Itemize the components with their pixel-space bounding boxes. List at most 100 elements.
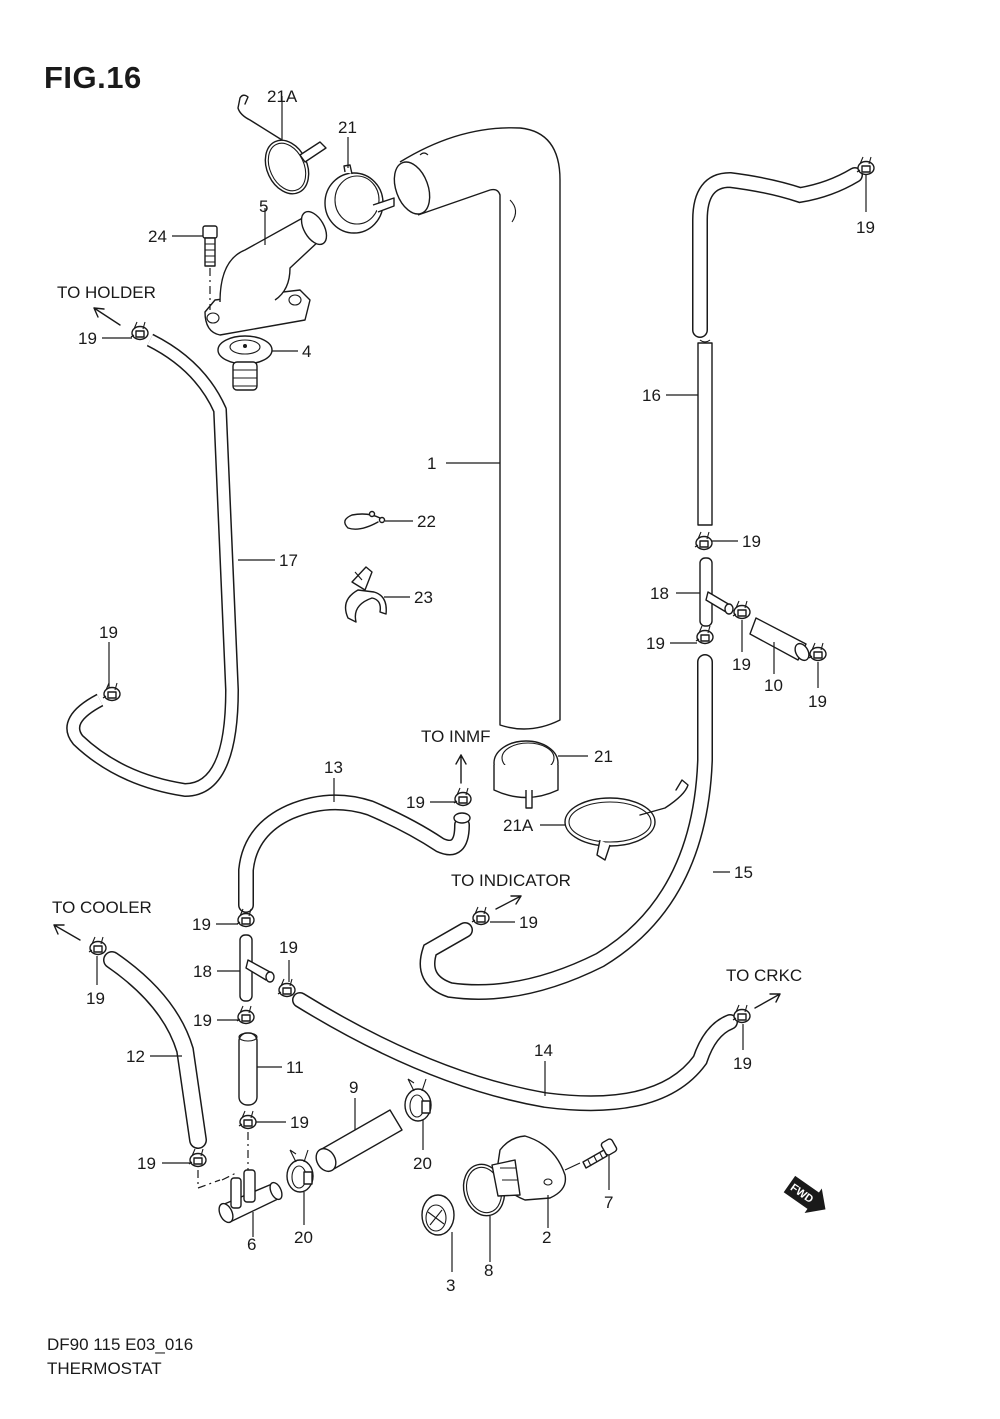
arrow-to-holder-icon bbox=[93, 307, 121, 326]
arrow-to-crkc-icon bbox=[754, 993, 781, 1009]
clip-22 bbox=[344, 510, 413, 530]
clip-19 bbox=[188, 1148, 207, 1168]
hose-13 bbox=[238, 778, 471, 913]
callout-22: 22 bbox=[417, 512, 436, 531]
clip-19 bbox=[88, 936, 107, 956]
hose-1 bbox=[393, 127, 561, 730]
hose-11 bbox=[238, 1032, 282, 1106]
callout-15: 15 bbox=[734, 863, 753, 882]
callout-19: 19 bbox=[78, 329, 97, 348]
arrow-to-cooler-icon bbox=[53, 924, 81, 941]
callout-19: 19 bbox=[406, 793, 425, 812]
clip-19 bbox=[732, 1004, 751, 1024]
callout-19: 19 bbox=[742, 532, 761, 551]
callout-12: 12 bbox=[126, 1047, 145, 1066]
figure-footer: DF90 115 E03_016 THERMOSTAT bbox=[47, 1333, 193, 1381]
callout-14: 14 bbox=[534, 1041, 553, 1060]
fwd-direction-icon: FWD bbox=[783, 1175, 826, 1214]
clip-19 bbox=[236, 1005, 255, 1025]
t-joint-18 bbox=[217, 934, 275, 1002]
callout-19: 19 bbox=[519, 913, 538, 932]
callout-19: 19 bbox=[86, 989, 105, 1008]
callout-13: 13 bbox=[324, 758, 343, 777]
thermostat-4 bbox=[217, 335, 298, 391]
clamp-21a-top bbox=[237, 94, 327, 195]
dest-to-inmf: TO INMF bbox=[421, 727, 491, 746]
callout-1: 1 bbox=[427, 454, 436, 473]
clip-19 bbox=[856, 156, 875, 176]
callout-2: 2 bbox=[542, 1228, 551, 1247]
bolt-24 bbox=[172, 225, 218, 310]
thermostat-case-5 bbox=[204, 208, 328, 336]
callout-18: 18 bbox=[650, 584, 669, 603]
callout-19: 19 bbox=[137, 1154, 156, 1173]
callout-21: 21 bbox=[594, 747, 613, 766]
clip-19 bbox=[808, 642, 827, 662]
callout-8: 8 bbox=[484, 1261, 493, 1280]
clip-20 bbox=[286, 1149, 314, 1193]
callout-9: 9 bbox=[349, 1078, 358, 1097]
callout-6: 6 bbox=[247, 1235, 256, 1254]
arrow-to-inmf-icon bbox=[455, 754, 467, 784]
bolt-7 bbox=[564, 1138, 618, 1190]
clip-19 bbox=[277, 978, 296, 998]
callout-10: 10 bbox=[764, 676, 783, 695]
callout-16: 16 bbox=[642, 386, 661, 405]
clamp-23 bbox=[344, 566, 410, 623]
callout-23: 23 bbox=[414, 588, 433, 607]
arrow-to-indicator-icon bbox=[495, 895, 522, 910]
hose-12 bbox=[103, 951, 207, 1149]
joint-6 bbox=[218, 1169, 283, 1237]
callout-11: 11 bbox=[286, 1058, 304, 1077]
hose-10 bbox=[749, 617, 810, 674]
callout-19: 19 bbox=[808, 692, 827, 711]
dest-to-cooler: TO COOLER bbox=[52, 898, 152, 917]
callout-5: 5 bbox=[259, 197, 268, 216]
callout-19: 19 bbox=[732, 655, 751, 674]
callout-18: 18 bbox=[193, 962, 212, 981]
callout-4: 4 bbox=[302, 342, 311, 361]
callout-17: 17 bbox=[279, 551, 298, 570]
callout-19: 19 bbox=[99, 623, 118, 642]
clip-19 bbox=[130, 321, 149, 341]
callout-21a: 21A bbox=[503, 816, 534, 835]
callout-20: 20 bbox=[294, 1228, 313, 1247]
hose-16 bbox=[666, 167, 863, 526]
callout-19: 19 bbox=[192, 915, 211, 934]
callout-21: 21 bbox=[338, 118, 357, 137]
figure-title: FIG.16 bbox=[44, 60, 142, 95]
t-joint-18 bbox=[676, 557, 734, 627]
callout-7: 7 bbox=[604, 1193, 613, 1212]
dest-to-crkc: TO CRKC bbox=[726, 966, 802, 985]
dest-to-holder: TO HOLDER bbox=[57, 283, 156, 302]
callout-3: 3 bbox=[446, 1276, 455, 1295]
clip-19 bbox=[238, 1110, 257, 1130]
callout-19: 19 bbox=[856, 218, 875, 237]
hose-17 bbox=[66, 333, 275, 797]
callout-21a: 21A bbox=[267, 87, 298, 106]
callout-20: 20 bbox=[413, 1154, 432, 1173]
model-code: DF90 115 E03_016 bbox=[47, 1335, 194, 1354]
callout-19: 19 bbox=[290, 1113, 309, 1132]
dest-to-indicator: TO INDICATOR bbox=[451, 871, 571, 890]
clip-20 bbox=[404, 1078, 432, 1122]
callout-19: 19 bbox=[193, 1011, 212, 1030]
clip-19 bbox=[471, 906, 490, 926]
hose-15 bbox=[419, 654, 730, 1000]
clip-19 bbox=[694, 531, 713, 551]
valve-3 bbox=[421, 1194, 455, 1272]
clip-19 bbox=[732, 600, 751, 620]
callout-19: 19 bbox=[733, 1054, 752, 1073]
thermostat-cover-2 bbox=[491, 1135, 567, 1228]
callout-19: 19 bbox=[646, 634, 665, 653]
clamp-21a-mid bbox=[540, 779, 689, 861]
callout-24: 24 bbox=[148, 227, 167, 246]
clamp-21-mid bbox=[493, 740, 588, 809]
clip-19 bbox=[102, 682, 121, 702]
clip-19 bbox=[695, 625, 714, 645]
hose-9 bbox=[315, 1098, 403, 1173]
clamp-21-top bbox=[324, 137, 395, 234]
section-name: THERMOSTAT bbox=[47, 1359, 162, 1378]
callout-19: 19 bbox=[279, 938, 298, 957]
